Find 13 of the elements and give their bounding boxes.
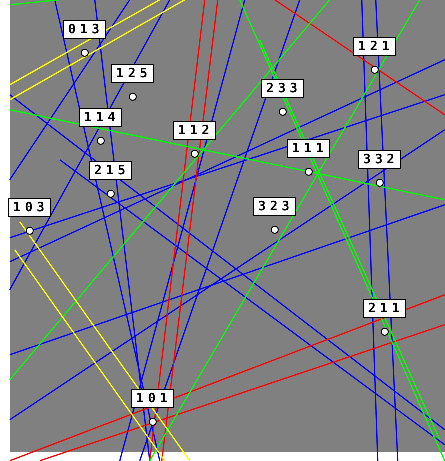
zone-axis-label: 013	[63, 20, 107, 40]
zone-axis-label: 103	[8, 198, 52, 218]
zone-axis-label: 121	[353, 38, 397, 56]
zone-axis-label: 233	[261, 80, 305, 98]
zone-axis-label: 323	[253, 198, 297, 216]
zone-axis-label: 125	[111, 64, 155, 84]
zone-axis-label: 215	[89, 162, 133, 180]
zone-axis-label: 112	[173, 122, 217, 140]
zone-axis-label: 114	[79, 108, 123, 128]
zone-axis-label: 111	[287, 140, 331, 158]
zone-axis-label: 101	[131, 390, 175, 408]
zone-axis-label: 211	[363, 300, 407, 318]
zone-axis-label: 332	[358, 150, 402, 170]
